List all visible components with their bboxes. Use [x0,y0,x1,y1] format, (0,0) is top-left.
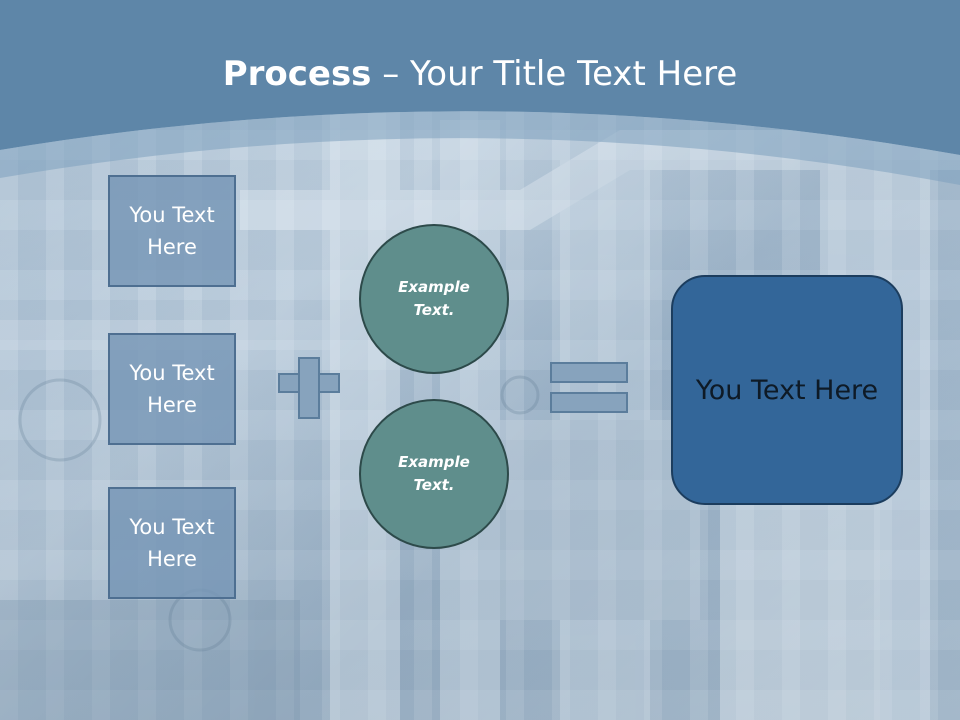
left-text-box-3[interactable]: You Text Here [108,487,236,599]
equals-bar-top [550,362,628,383]
result-box-label: You Text Here [695,374,879,406]
title-rest: – Your Title Text Here [371,54,738,94]
example-circle-1[interactable]: Example Text. [359,224,509,374]
left-text-box-label: You Text Here [129,203,215,259]
example-circle-label: Example Text. [398,453,470,494]
example-circle-2[interactable]: Example Text. [359,399,509,549]
left-text-box-label: You Text Here [129,515,215,571]
left-text-box-label: You Text Here [129,361,215,417]
plus-center [300,375,318,391]
left-text-box-2[interactable]: You Text Here [108,333,236,445]
title-bold: Process [222,54,372,94]
example-circle-label: Example Text. [398,278,470,319]
equals-bar-bottom [550,392,628,413]
slide-title: Process – Your Title Text Here [0,52,960,96]
result-box[interactable]: You Text Here [671,275,903,505]
left-text-box-1[interactable]: You Text Here [108,175,236,287]
